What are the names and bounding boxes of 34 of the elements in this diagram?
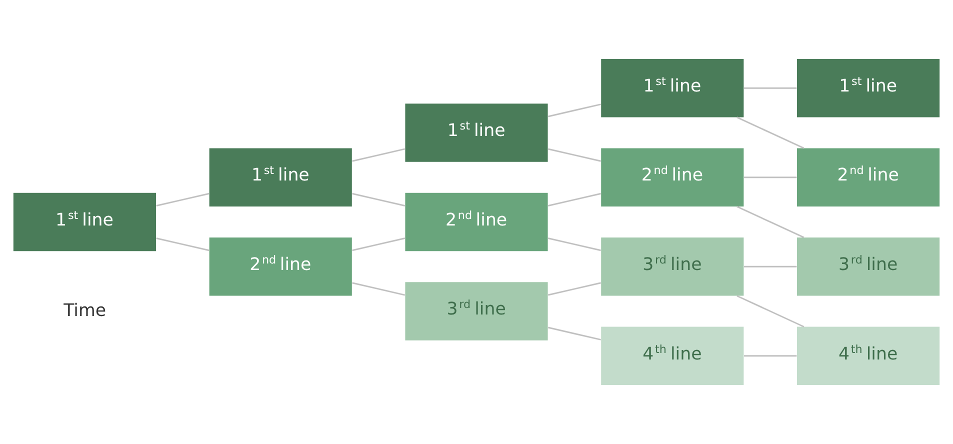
connector [548, 238, 601, 252]
node-box: 1$^{st}$ line [601, 58, 744, 118]
connector [548, 148, 601, 162]
connector [156, 192, 210, 206]
connector [736, 295, 804, 328]
node-box: 4$^{th}$ line [797, 326, 940, 386]
node-box: 2$^{nd}$ line [797, 148, 940, 206]
connector [736, 116, 804, 149]
connector [352, 192, 406, 206]
node-box: 1$^{st}$ line [405, 104, 548, 162]
connector [744, 176, 797, 178]
connector [548, 104, 601, 118]
connector [744, 266, 797, 268]
connector [352, 238, 406, 252]
connector [744, 355, 797, 357]
connector [548, 282, 601, 296]
node-box: 2$^{nd}$ line [209, 238, 352, 296]
node-box: 1$^{st}$ line [797, 58, 940, 118]
connector [352, 282, 406, 296]
label: Time [64, 300, 106, 321]
node-box: 2$^{nd}$ line [601, 148, 744, 206]
connector [548, 192, 601, 206]
connector [744, 87, 797, 89]
connector [736, 206, 804, 238]
node-box: 3$^{rd}$ line [601, 238, 744, 296]
node-box: 3$^{rd}$ line [405, 282, 548, 340]
node-box: 1$^{st}$ line [13, 192, 156, 252]
connector [156, 238, 210, 252]
connector [352, 148, 406, 162]
node-box: 2$^{nd}$ line [405, 192, 548, 252]
connector [548, 326, 601, 340]
node-box: 3$^{rd}$ line [797, 238, 940, 296]
node-box: 1$^{st}$ line [209, 148, 352, 206]
node-box: 4$^{th}$ line [601, 326, 744, 386]
